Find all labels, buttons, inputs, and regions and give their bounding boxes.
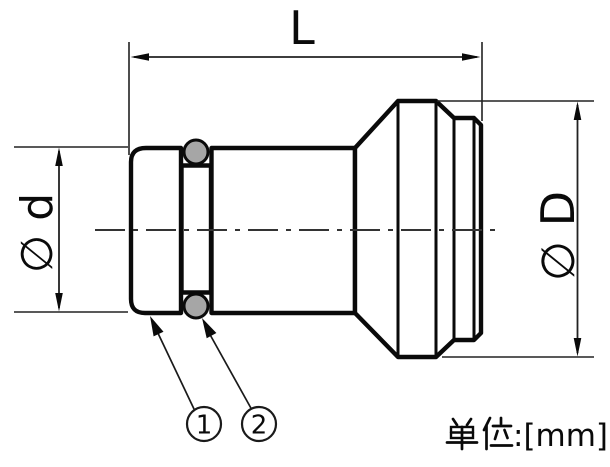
small-diameter-label: ∅ d <box>12 193 63 273</box>
leader-arrowhead <box>202 318 217 339</box>
arrowhead-top <box>55 147 63 166</box>
callout-number: 1 <box>196 411 213 441</box>
dimension-large-diameter: ∅ D <box>437 100 594 358</box>
unit-note-suffix: :[mm] <box>513 418 608 454</box>
arrowhead-top <box>573 101 582 120</box>
leader-line <box>207 330 253 411</box>
part-outline <box>128 98 484 360</box>
arrowhead-left <box>130 53 149 61</box>
arrowhead-bottom <box>573 338 582 357</box>
leader-arrowhead <box>150 316 164 337</box>
length-label: L <box>289 1 315 55</box>
dimension-length: L <box>128 1 483 155</box>
callout-1: 1 <box>150 316 223 443</box>
callout-balloon <box>240 405 278 443</box>
arrowhead-right <box>462 53 481 61</box>
o-ring-bottom <box>182 292 210 320</box>
large-diameter-label: ∅ D <box>531 191 585 281</box>
callout-balloon <box>185 405 223 443</box>
unit-note: :[mm] <box>445 416 608 454</box>
leader-line <box>155 328 195 410</box>
o-ring <box>182 138 210 320</box>
arrowhead-bottom <box>55 293 63 312</box>
unit-note-kanji-tan <box>445 417 479 451</box>
o-ring-top <box>182 138 210 166</box>
callout-number: 2 <box>251 411 268 441</box>
unit-note-kanji-i <box>482 416 514 451</box>
callout-2: 2 <box>202 318 278 443</box>
dimension-small-diameter: ∅ d <box>12 146 128 313</box>
middle-body <box>209 145 358 316</box>
